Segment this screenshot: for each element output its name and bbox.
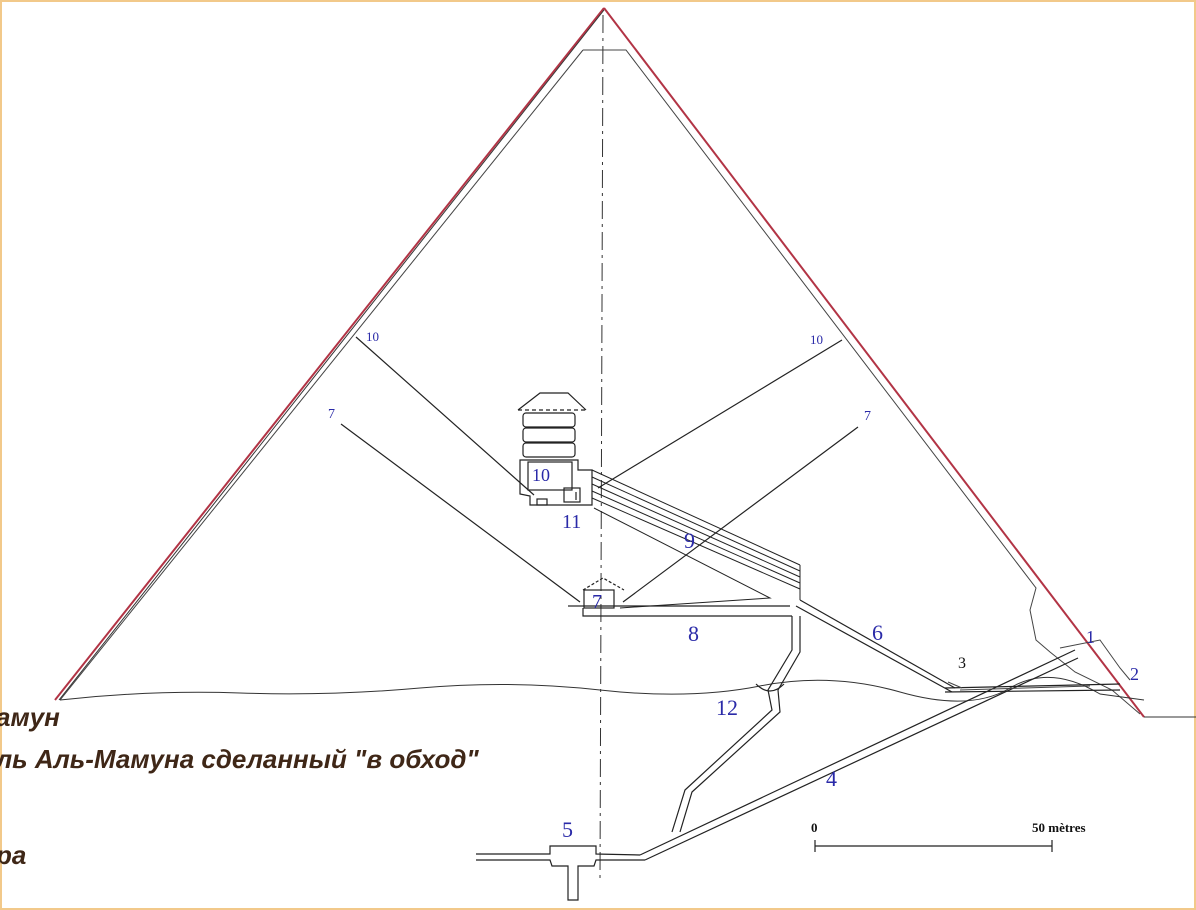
ground-line	[59, 676, 1145, 702]
scale-end-label: 50 mètres	[1032, 820, 1086, 835]
label-2: 2	[1130, 664, 1139, 684]
pyramid-core-outline	[59, 49, 1141, 715]
kings-chamber	[517, 392, 593, 506]
label-8: 8	[688, 621, 699, 646]
label-9: 9	[684, 528, 695, 553]
label-11: 11	[562, 511, 581, 533]
label-3: 3	[958, 655, 966, 672]
label-1: 1	[1086, 627, 1095, 647]
passages	[582, 599, 1121, 861]
label-7-right: 7	[864, 409, 871, 424]
scale-start-label: 0	[811, 820, 818, 835]
entrance-area	[947, 639, 1131, 691]
scale-bar	[814, 840, 1053, 852]
label-7-chamber: 7	[592, 591, 602, 613]
central-axis	[599, 14, 604, 881]
label-10-right: 10	[810, 332, 823, 347]
subterranean-chamber	[476, 845, 645, 901]
label-5: 5	[562, 817, 573, 842]
label-10-left: 10	[366, 329, 379, 344]
label-4: 4	[826, 766, 837, 791]
label-7-left: 7	[328, 407, 335, 422]
grand-gallery	[591, 469, 801, 609]
queens-chamber	[568, 577, 625, 609]
label-10-chamber: 10	[532, 465, 550, 485]
label-12: 12	[716, 695, 738, 720]
label-6: 6	[872, 620, 883, 645]
caption-line-3: ра	[0, 840, 27, 870]
caption-line-2: ль Аль-Мамуна сделанный "в обход"	[0, 744, 479, 774]
air-shafts	[340, 336, 859, 603]
pyramid-outline	[54, 7, 1196, 718]
caption-line-1: амун	[0, 702, 60, 732]
